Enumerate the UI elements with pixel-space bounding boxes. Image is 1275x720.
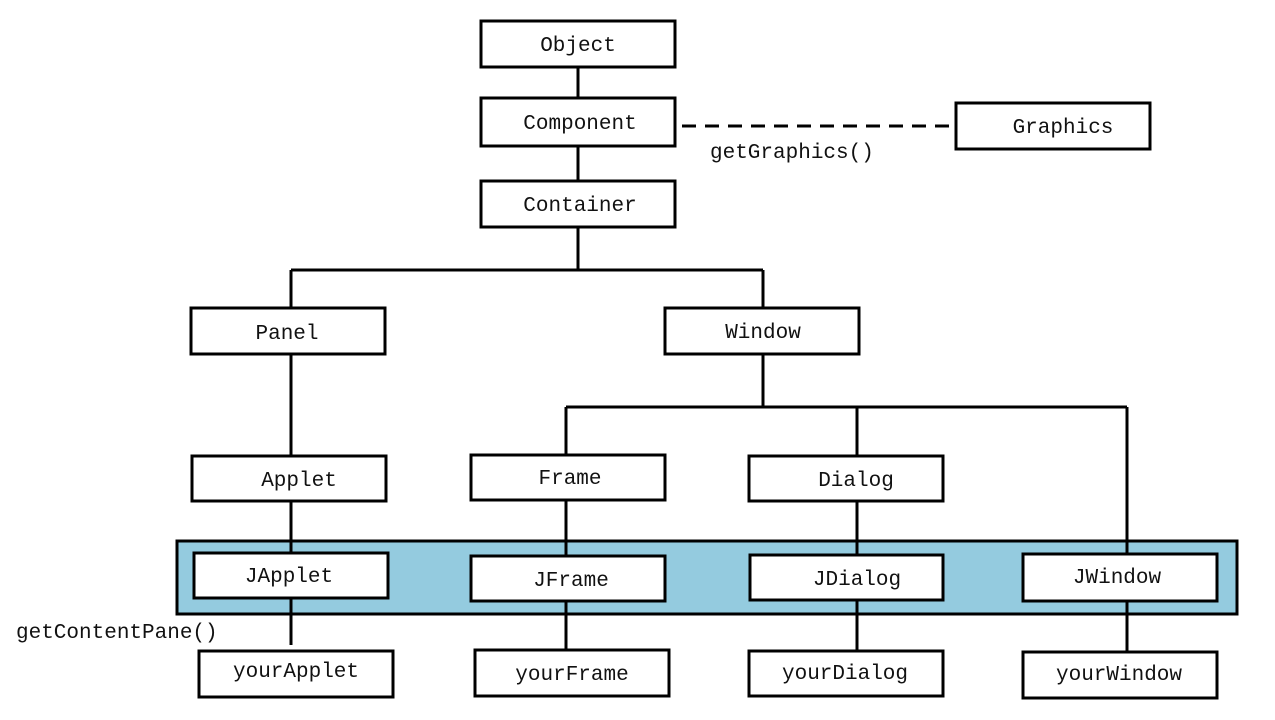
node-applet-label: Applet	[261, 470, 337, 493]
node-jdialog: JDialog	[748, 553, 945, 602]
get-content-pane-label: getContentPane()	[16, 622, 218, 645]
node-applet: Applet	[190, 454, 388, 503]
node-jdialog-label: JDialog	[813, 569, 901, 592]
node-dialog-label: Dialog	[818, 470, 894, 493]
node-panel: Panel	[189, 306, 387, 356]
node-frame-label: Frame	[538, 468, 601, 491]
node-your-applet-label: yourApplet	[233, 661, 359, 684]
node-graphics: Graphics	[954, 101, 1152, 151]
node-object: Object	[479, 19, 677, 69]
node-graphics-label: Graphics	[1013, 117, 1114, 140]
inheritance-edges	[289, 67, 1129, 652]
node-your-frame: yourFrame	[473, 648, 671, 698]
node-object-label: Object	[540, 35, 616, 58]
node-your-frame-label: yourFrame	[515, 664, 628, 687]
node-your-applet: yourApplet	[197, 649, 395, 699]
node-component: Component	[479, 96, 677, 148]
node-container: Container	[479, 179, 677, 229]
node-your-window: yourWindow	[1021, 650, 1219, 700]
node-your-dialog-label: yourDialog	[782, 663, 908, 686]
node-jframe-label: JFrame	[533, 570, 609, 593]
node-jwindow-label: JWindow	[1073, 567, 1162, 590]
node-panel-label: Panel	[255, 323, 318, 346]
node-jwindow: JWindow	[1021, 552, 1219, 603]
node-container-label: Container	[523, 195, 636, 218]
node-your-dialog: yourDialog	[747, 649, 945, 698]
node-frame: Frame	[469, 453, 667, 502]
node-jframe: JFrame	[469, 554, 667, 603]
node-dialog: Dialog	[747, 454, 945, 503]
node-japplet: JApplet	[192, 551, 390, 600]
get-graphics-label: getGraphics()	[710, 142, 874, 165]
node-component-label: Component	[523, 113, 636, 136]
node-japplet-label: JApplet	[245, 566, 333, 589]
node-your-window-label: yourWindow	[1056, 664, 1182, 687]
node-window-label: Window	[725, 322, 801, 345]
node-window: Window	[663, 306, 861, 356]
